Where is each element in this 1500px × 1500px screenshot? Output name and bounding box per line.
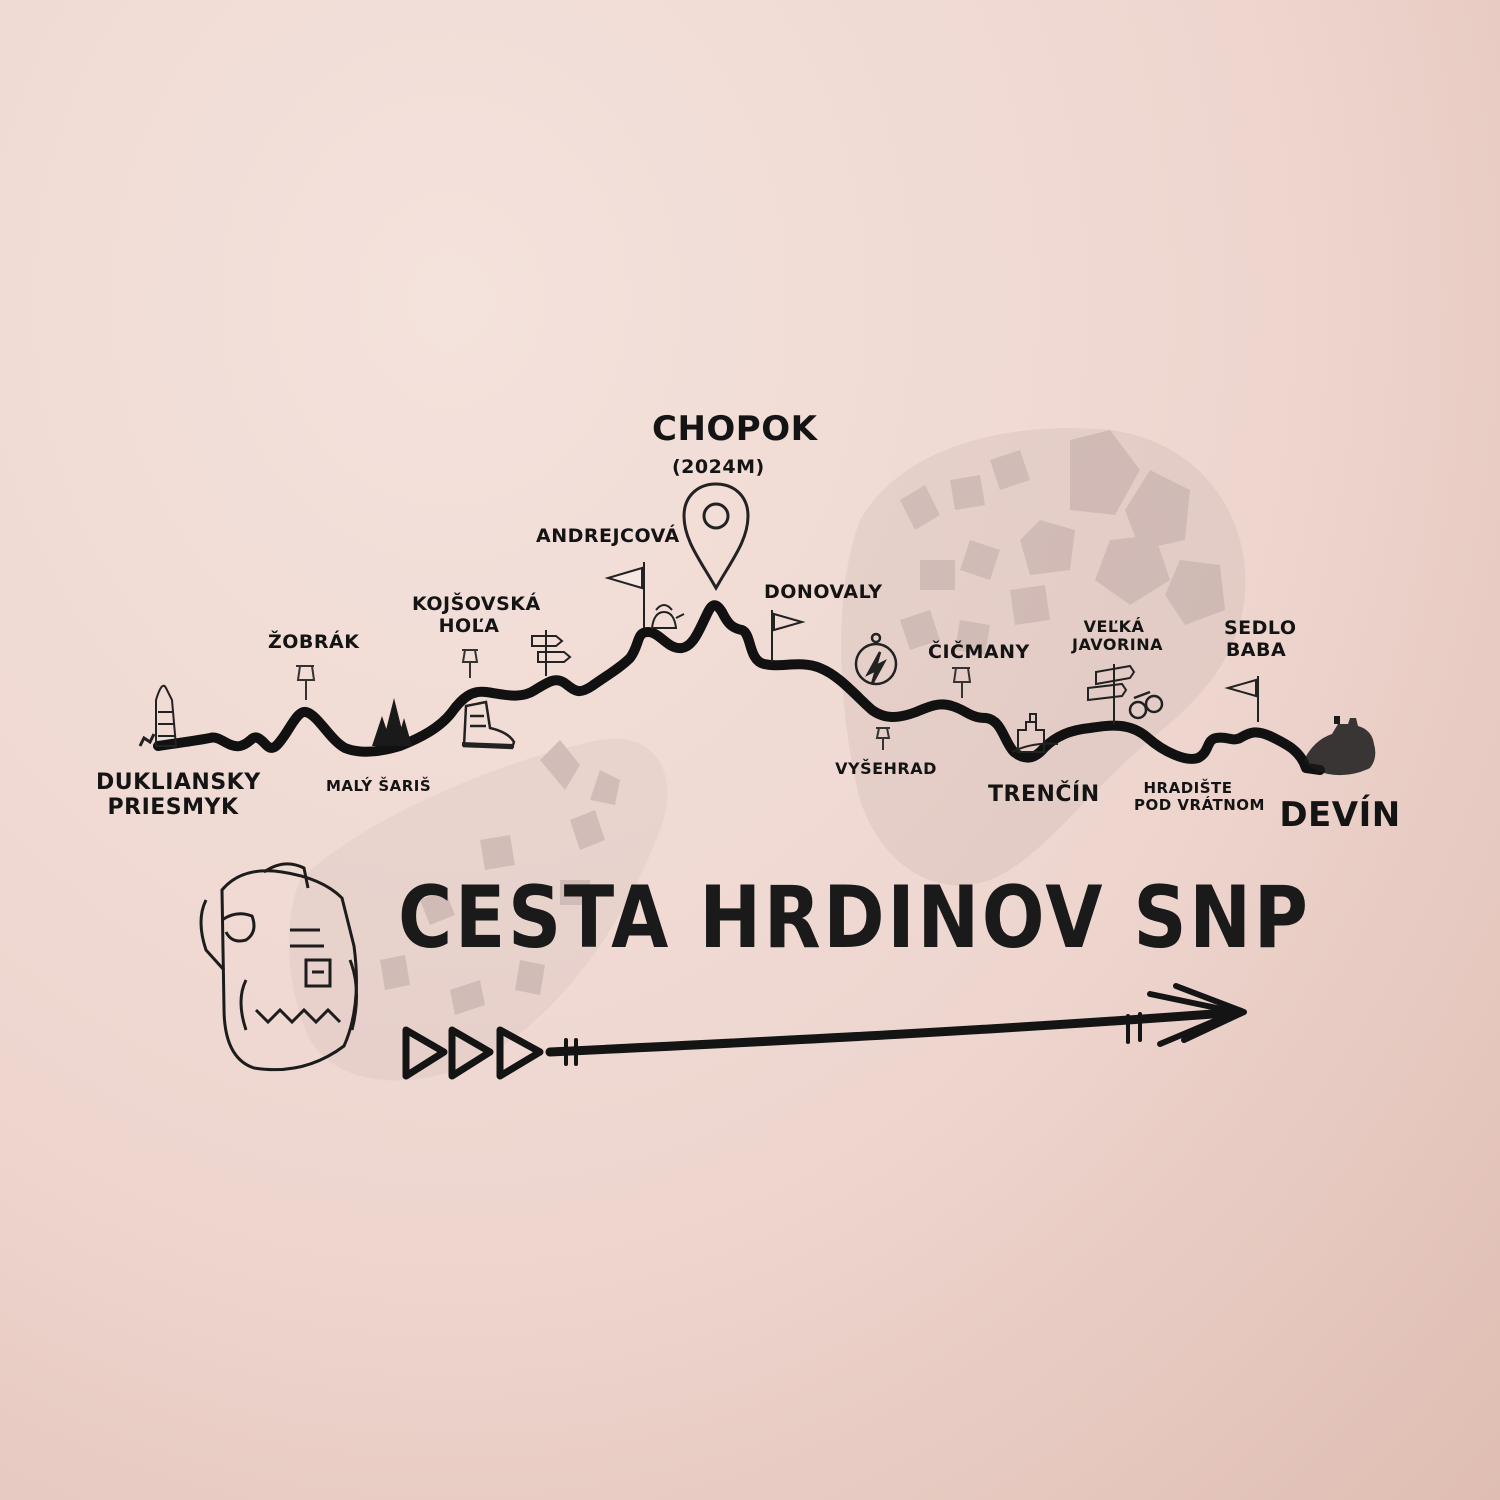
flag-icon <box>604 562 645 628</box>
boot-icon <box>461 700 516 750</box>
binoculars-icon <box>1128 690 1164 720</box>
pushpin-icon <box>875 727 891 750</box>
pushpin-icon <box>296 665 316 700</box>
footprint-watermark-icon <box>289 428 1246 1081</box>
stop-maly-saris: MALÝ ŠARIŠ <box>326 777 432 795</box>
signpost-icon <box>531 630 572 676</box>
summit-elevation: (2024m) <box>672 456 765 478</box>
pine-trees-icon <box>372 698 412 746</box>
stop-velka-javorina: VEĽKÁ JAVORINA <box>1072 617 1163 655</box>
arrow-icon <box>402 983 1247 1080</box>
stop-zobrak: ŽOBRÁK <box>268 631 360 653</box>
castle-icon <box>1304 716 1376 776</box>
stop-kojsovska: KOJŠOVSKÁ HOĽA <box>412 593 541 637</box>
flag-icon <box>771 610 806 662</box>
stop-donovaly: DONOVALY <box>764 581 883 603</box>
trail-profile-line <box>153 600 1325 775</box>
stop-sedlo-baba: SEDLO BABA <box>1224 617 1297 661</box>
summit-name: CHOPOK <box>652 409 818 449</box>
stop-cicmany: ČIČMANY <box>928 641 1030 663</box>
compass-icon <box>854 632 898 686</box>
stop-hradiste: HRADIŠTE POD VRÁTNOM <box>1134 779 1265 815</box>
stop-devin: DEVÍN <box>1279 795 1401 835</box>
flag-icon <box>1224 676 1259 722</box>
signpost-icon <box>1087 664 1136 724</box>
backpack-icon <box>199 862 359 1072</box>
stop-andrejcova: ANDREJCOVÁ <box>536 525 680 547</box>
castle-icon <box>1011 713 1059 753</box>
stop-dukliansky: DUKLIANSKY PRIESMYK <box>96 770 261 821</box>
page-title: CESTA HRDINOV SNP <box>398 868 1311 968</box>
stop-trencin: TRENČÍN <box>988 782 1100 807</box>
location-pin-icon <box>682 482 750 592</box>
stop-vysehrad: VYŠEHRAD <box>835 759 937 778</box>
kettle-icon <box>650 604 685 629</box>
pushpin-icon <box>461 649 479 678</box>
monument-icon <box>138 684 178 747</box>
pushpin-icon <box>952 667 972 698</box>
